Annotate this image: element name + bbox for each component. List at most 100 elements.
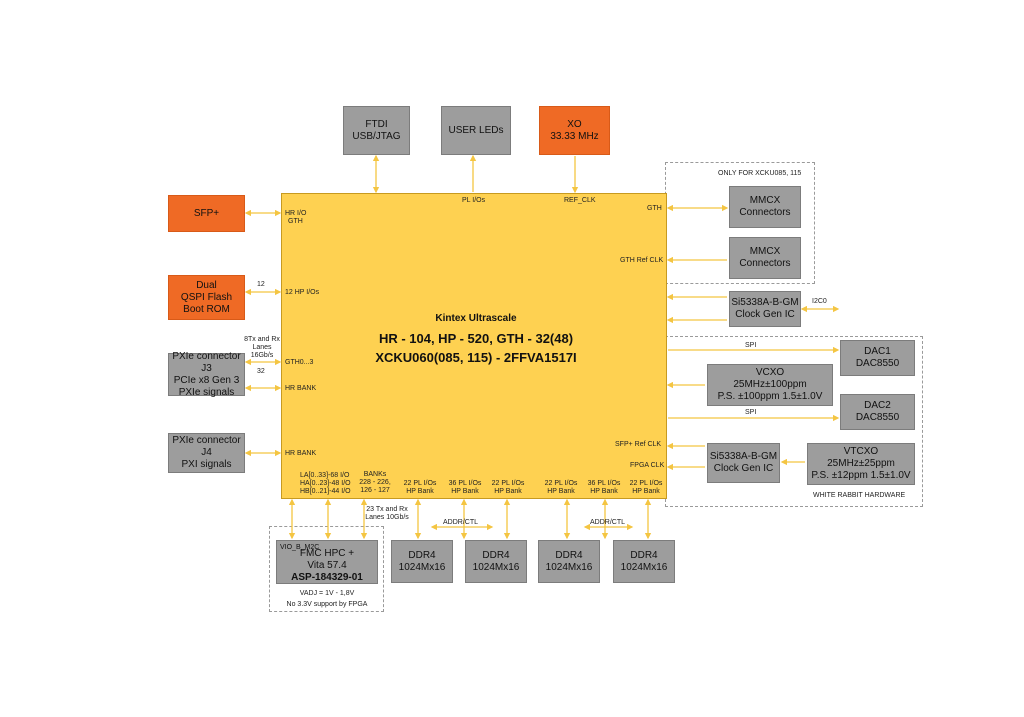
vcxo-line1: VCXO [755,367,785,378]
mmcx1-line1: MMCX [749,195,781,206]
fpga-block [281,193,667,499]
vcxo-line2: 25MHz±100ppm [733,379,807,390]
xo-block: XO 33.33 MHz [539,106,610,155]
pxie-j3-line1: PXIe connector J3 [172,350,241,374]
pin-banks: BANKs 228 - 226, 126 - 127 [355,471,395,495]
bank-col-4-line1: 22 PL I/Os [544,480,578,487]
region-label-only-for: ONLY FOR XCKU085, 115 [718,170,802,177]
mmcx2-line1: MMCX [749,246,781,257]
pin-gth0-3: GTH0...3 [285,359,314,366]
bank-col-2-line2: HP Bank [451,488,479,495]
pin-pl-ios: PL I/Os [462,197,486,204]
ddr4-line1: DDR4 [630,549,658,561]
wire-label-addr-1: ADDR/CTL [443,519,479,526]
wire-label-23-lanes-line1: 23 Tx and Rx [366,506,408,513]
bank-col-6-line2: HP Bank [632,488,660,495]
pxie-j4-line1: PXIe connector J4 [172,435,241,458]
mmcx-connectors-block-1: MMCX Connectors [729,186,801,228]
vcxo-block: VCXO 25MHz±100ppm P.S. ±100ppm 1.5±1.0V [707,364,833,406]
qspi-line1: Dual [196,279,217,291]
bank-col-5: 36 PL I/Os HP Bank [582,480,626,496]
pxie-j3-line2: PCIe x8 Gen 3 [173,374,240,386]
fmc-tag: VIO_B_M2C [280,544,320,551]
clock-gen-block-1: Si5338A-B-GM Clock Gen IC [729,291,801,327]
ddr4-line2: 1024Mx16 [620,561,668,573]
sfp-block: SFP+ [168,195,245,232]
dac2-line2: DAC8550 [855,412,900,423]
ddr4-block-4: DDR4 1024Mx16 [613,540,675,583]
wire-label-8-lanes-line2: Lanes [252,344,272,351]
fpga-title-line2: HR - 104, HP - 520, GTH - 32(48) [378,331,574,346]
wire-label-spi-2: SPI [745,409,757,416]
ddr1-line1: DDR4 [408,549,436,561]
vtcxo-block: VTCXO 25MHz±25ppm P.S. ±12ppm 1.5±1.0V [807,443,915,485]
bank-col-5-line2: HP Bank [590,488,618,495]
ddr1-line2: 1024Mx16 [398,561,446,573]
wire-label-12: 12 [257,281,265,288]
bank-col-1: 22 PL I/Os HP Bank [398,480,442,496]
wire-label-i2c: I2C0 [812,298,827,305]
qspi-line2: QSPI Flash [180,291,233,303]
xo-line1: XO [567,118,582,130]
clockgen1-line2: Clock Gen IC [735,309,795,320]
dac1-block: DAC1 DAC8550 [840,340,915,376]
vtcxo-line1: VTCXO [843,446,879,457]
pin-gth-ref-clk: GTH Ref CLK [620,257,664,264]
clockgen2-line1: Si5338A-B-GM [709,451,778,462]
ddr3-line1: DDR4 [555,549,583,561]
pin-12hp: 12 HP I/Os [285,289,320,296]
clock-gen-block-2: Si5338A-B-GM Clock Gen IC [707,443,780,483]
bank-col-4: 22 PL I/Os HP Bank [539,480,583,496]
pxie-j4-block: PXIe connector J4 PXI signals [168,433,245,473]
pin-banks-line3: 126 - 127 [360,487,390,494]
bank-col-4-line2: HP Bank [547,488,575,495]
vcxo-line3: P.S. ±100ppm 1.5±1.0V [717,391,823,402]
dac2-block: DAC2 DAC8550 [840,394,915,430]
pin-hb: HB[0..21]-44 I/O [300,488,351,495]
fmc-line1: FMC HPC + [299,548,355,559]
wire-label-23-lanes-line2: Lanes 10Gb/s [365,514,409,521]
wire-label-8-lanes-line3: 16Gb/s [250,352,274,359]
note-no-3v3: No 3.3V support by FPGA [286,601,368,608]
bank-col-3: 22 PL I/Os HP Bank [486,480,530,496]
region-label-white-rabbit: WHITE RABBIT HARDWARE [813,492,906,499]
pin-hr-bank-2: HR BANK [285,450,317,457]
pxie-j4-line2: PXI signals [181,459,232,470]
pin-gth-left: GTH [288,218,303,225]
bank-col-6-line1: 22 PL I/Os [629,480,663,487]
dac1-line1: DAC1 [864,346,891,357]
bank-col-2-line1: 36 PL I/Os [448,480,482,487]
wire-label-spi-1: SPI [745,342,757,349]
ddr2-line2: 1024Mx16 [472,561,520,573]
wire-label-23-lanes: 23 Tx and Rx Lanes 10Gb/s [362,506,412,522]
fpga-title-line1: Kintex Ultrascale [435,313,517,324]
pin-ha: HA[0..23]-48 I/O [300,480,351,487]
pin-banks-line2: 228 - 226, [359,479,391,486]
sfp-label: SFP+ [193,207,220,219]
pxie-j3-line3: PXIe signals [178,386,235,398]
bank-col-3-line1: 22 PL I/Os [491,480,525,487]
fmc-line3: ASP-184329-01 [291,572,363,583]
pin-la: LA[0..33]-68 I/O [300,472,350,479]
pin-hr-io: HR I/O [285,210,307,217]
pin-ref-clk: REF_CLK [564,197,596,204]
vtcxo-line3: P.S. ±12ppm 1.5±1.0V [811,470,911,481]
vtcxo-line2: 25MHz±25ppm [827,458,895,469]
fmc-line2: Vita 57.4 [307,560,347,571]
bank-col-3-line2: HP Bank [494,488,522,495]
mmcx2-line2: Connectors [739,258,791,269]
ddr4-block-3: DDR4 1024Mx16 [538,540,600,583]
wire-label-32: 32 [257,368,265,375]
bank-col-5-line1: 36 PL I/Os [587,480,621,487]
dac1-line2: DAC8550 [855,358,900,369]
bank-col-2: 36 PL I/Os HP Bank [443,480,487,496]
pxie-j3-block: PXIe connector J3 PCIe x8 Gen 3 PXIe sig… [168,350,245,398]
bank-col-1-line2: HP Bank [406,488,434,495]
qspi-flash-block: Dual QSPI Flash Boot ROM [168,275,245,320]
ftdi-usb-jtag-block: FTDI USB/JTAG [343,106,410,155]
dac2-line1: DAC2 [864,400,891,411]
bank-col-6: 22 PL I/Os HP Bank [624,480,668,496]
wire-label-addr-2: ADDR/CTL [590,519,626,526]
wire-label-8-lanes: 8Tx and Rx Lanes 16Gb/s [240,336,284,360]
